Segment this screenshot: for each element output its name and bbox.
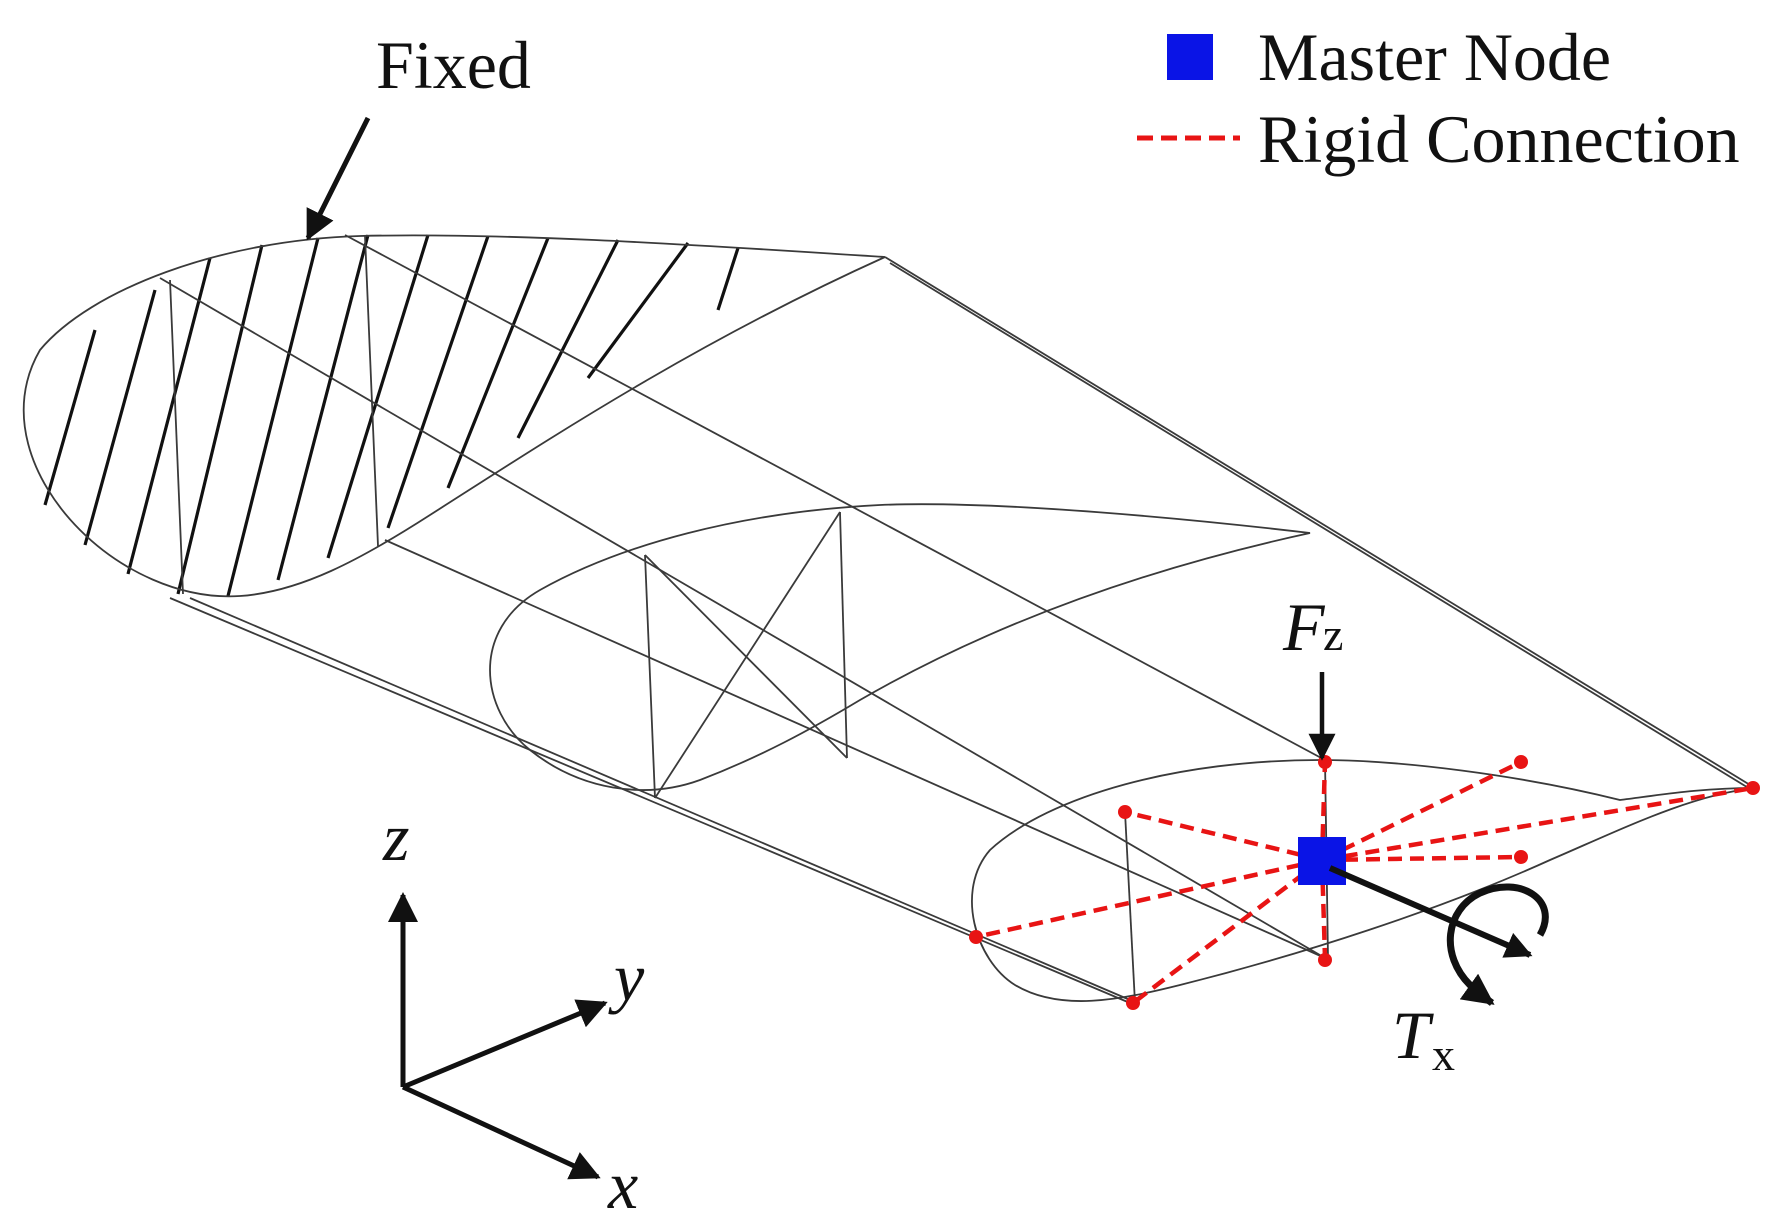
slave-node: [1318, 953, 1332, 967]
z-axis-label: z: [382, 799, 409, 875]
slave-node: [1514, 755, 1528, 769]
root-airfoil: [22, 234, 886, 598]
slave-node: [1514, 850, 1528, 864]
coordinate-axes: [388, 892, 608, 1180]
legend-master-node-label: Master Node: [1258, 19, 1611, 95]
force-label: F: [1282, 589, 1326, 665]
torque-rotation-arrow: [1446, 883, 1549, 1006]
tip-airfoil: [971, 759, 1756, 1002]
wing-wireframe: [22, 234, 1756, 1004]
legend: Master Node Rigid Connection: [1137, 19, 1740, 177]
x-axis-arrow: [401, 1084, 601, 1180]
rigid-connections: [975, 759, 1754, 1005]
torque-axis-arrow: [1328, 865, 1533, 958]
slave-node: [1746, 781, 1760, 795]
fixed-arrow: [305, 116, 371, 241]
legend-master-node-swatch: [1167, 34, 1213, 80]
torque-label: T: [1392, 997, 1434, 1073]
fixed-hatching: [43, 234, 740, 597]
slave-node: [969, 930, 983, 944]
mid-airfoil: [489, 503, 1311, 791]
y-axis-arrow: [402, 999, 608, 1090]
torque-subscript: x: [1432, 1029, 1455, 1080]
legend-rigid-connection-label: Rigid Connection: [1258, 101, 1740, 177]
y-axis-label: y: [608, 939, 645, 1015]
master-node: [1298, 837, 1346, 885]
force-subscript: z: [1323, 609, 1343, 660]
slave-node: [1118, 805, 1132, 819]
slave-node: [1126, 996, 1140, 1010]
x-axis-label: x: [607, 1147, 638, 1222]
fixed-label: Fixed: [376, 27, 531, 103]
